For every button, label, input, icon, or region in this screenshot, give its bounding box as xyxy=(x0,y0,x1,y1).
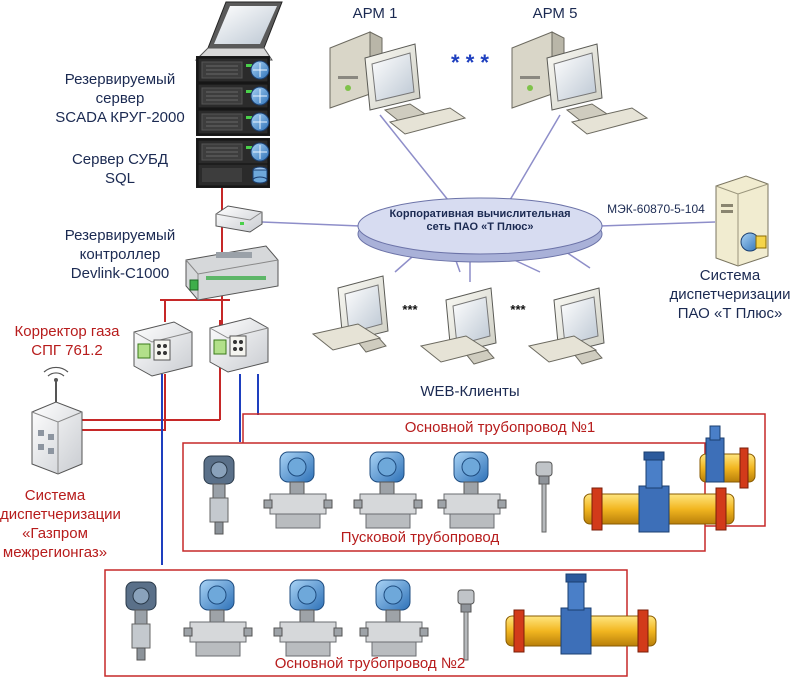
radio-building-icon xyxy=(31,366,83,475)
pipeline-main1-label: Основной трубопровод №1 xyxy=(404,419,596,436)
laptop-icon xyxy=(194,1,283,61)
web-client-icon xyxy=(312,275,389,353)
arm1-label: АРМ 1 xyxy=(352,5,398,22)
web-dots-2: *** xyxy=(510,302,526,317)
scada-server-label: Резервируемый сервер SCADA КРУГ-2000 xyxy=(55,71,185,126)
corporate-network xyxy=(357,197,603,263)
gazprom-system-label: Система диспетчеризации «Газпром межреги… xyxy=(0,487,121,561)
tplus-system-label: Система диспетчеризации ПАО «Т Плюс» xyxy=(669,267,791,322)
web-clients-label: WEB-Клиенты xyxy=(420,383,520,400)
web-client-icon xyxy=(528,287,605,365)
controller-label: Резервируемый контроллер Devlink-C1000 xyxy=(64,227,176,282)
protocol-label: МЭК-60870-5-104 xyxy=(607,202,705,216)
plc-controller-icon xyxy=(185,245,279,301)
gas-corrector-icon xyxy=(209,317,269,373)
arm5-label: АРМ 5 xyxy=(532,5,578,22)
web-dots-1: *** xyxy=(402,302,418,317)
web-client-icon xyxy=(420,287,497,365)
workstation-icon-arm1 xyxy=(329,31,466,135)
server-rack-icon xyxy=(196,56,270,136)
network-switch-icon xyxy=(215,205,263,233)
dbms-server-label: Сервер СУБД SQL xyxy=(71,151,169,187)
workstation-icon-arm5 xyxy=(511,31,648,135)
pipeline-main2-label: Основной трубопровод №2 xyxy=(274,655,466,672)
arm-dots: * * * xyxy=(451,50,489,75)
gas-corrector-label: Корректор газа СПГ 761.2 xyxy=(14,323,120,359)
pipe-flowmeter-icon xyxy=(699,425,756,489)
dbms-server-icon xyxy=(196,138,270,188)
tower-server-icon xyxy=(715,175,769,267)
gas-corrector-icon xyxy=(133,321,193,377)
network-label: Корпоративная вычислительная сеть ПАО «Т… xyxy=(389,208,571,233)
pipeline-start-label: Пусковой трубопровод xyxy=(340,529,500,546)
